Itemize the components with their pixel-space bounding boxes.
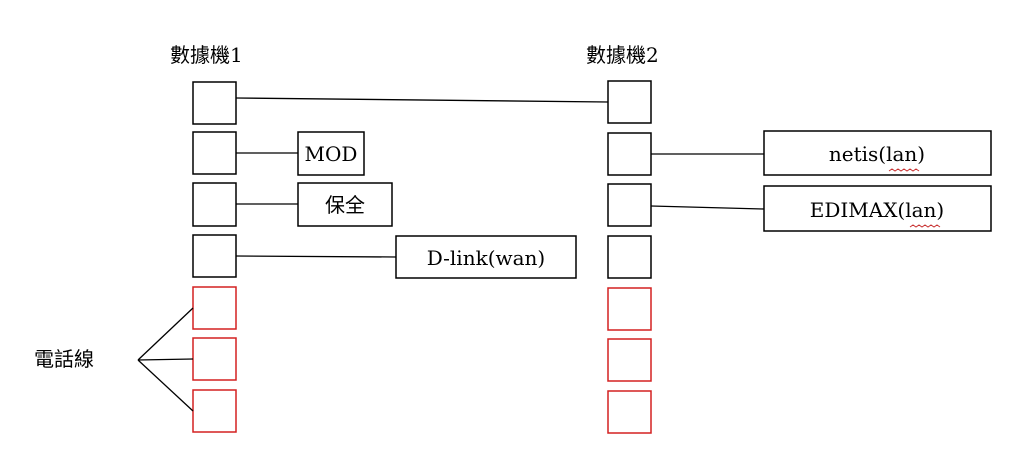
- edimax-link: [650, 205, 765, 210]
- inter-switch-link: [235, 97, 609, 103]
- switch2-port-1: [607, 80, 652, 124]
- switch2-phone-port-3: [607, 390, 652, 434]
- edimax-spellcheck-underline: [909, 224, 941, 228]
- switch1-phone-port-1: [192, 286, 237, 330]
- edimax-box: [763, 185, 992, 232]
- mod-label: MOD: [305, 142, 358, 166]
- switch1-port-1: [192, 81, 237, 125]
- switch1-port-2: [192, 131, 237, 175]
- mod-box: [297, 131, 365, 176]
- switch2-port-4: [607, 235, 652, 279]
- netis-box: [763, 130, 992, 176]
- switch2-ports: [607, 80, 652, 434]
- switch1-phone-port-2: [192, 337, 237, 381]
- switch2-phone-port-1: [607, 287, 652, 331]
- security-box: [297, 182, 393, 227]
- dlink-label: D-link(wan): [427, 246, 546, 270]
- switch2-phone-port-2: [607, 338, 652, 382]
- switch1-port-3: [192, 182, 237, 227]
- phone-line-fan: [137, 307, 194, 412]
- netis-label: netis(lan): [829, 142, 925, 166]
- switch1-phone-port-3: [192, 389, 237, 433]
- dlink-link: [235, 255, 397, 258]
- switch1-title: 數據機1: [170, 43, 243, 67]
- switch1-port-4: [192, 234, 237, 278]
- netis-spellcheck-underline: [888, 168, 920, 172]
- switch2-port-3: [607, 183, 652, 227]
- phone-line-label: 電話線: [34, 347, 94, 371]
- dlink-box: [395, 235, 577, 279]
- switch2-title: 數據機2: [586, 43, 659, 67]
- switch1-ports: [192, 81, 237, 433]
- edimax-label: EDIMAX(lan): [810, 198, 945, 222]
- switch2-port-2: [607, 132, 652, 176]
- security-label: 保全: [325, 193, 365, 217]
